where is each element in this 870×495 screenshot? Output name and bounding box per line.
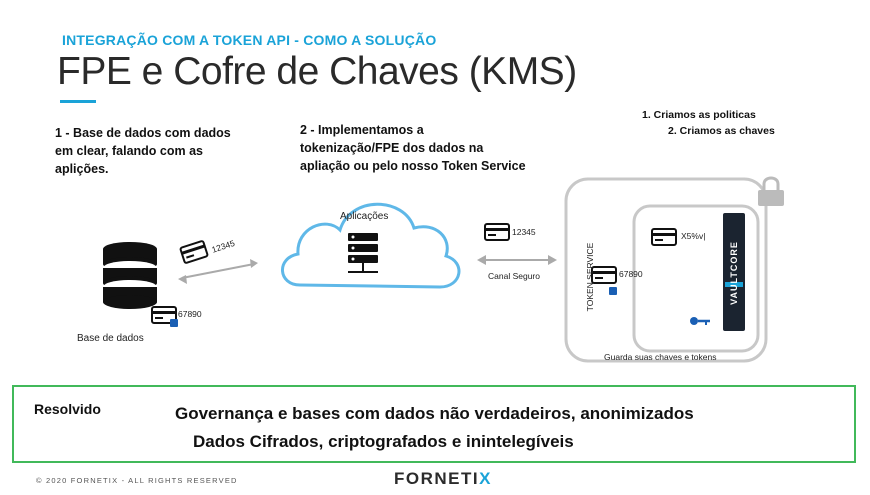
step2-line: apliação ou pelo nosso Token Service bbox=[300, 159, 526, 173]
cloud-label: Aplicações bbox=[340, 211, 389, 222]
fornetix-logo: FORNETIX bbox=[394, 469, 492, 489]
step1-line: 1 - Base de dados com dados bbox=[55, 126, 231, 140]
step2-line: 2 - Implementamos a bbox=[300, 123, 424, 137]
server-icon bbox=[348, 233, 378, 273]
cloud-card-icon bbox=[484, 223, 510, 241]
footer-copyright: © 2020 FORNETIX - ALL RIGHTS RESERVED bbox=[36, 476, 238, 485]
title-underline bbox=[60, 100, 96, 103]
policies-line: 2. Criamos as chaves bbox=[668, 125, 775, 137]
slide-title: FPE e Cofre de Chaves (KMS) bbox=[57, 50, 577, 93]
channel-label: Canal Seguro bbox=[488, 271, 540, 281]
database-label: Base de dados bbox=[77, 333, 144, 344]
transit-card-icon bbox=[179, 240, 209, 264]
cloud-card-value: 12345 bbox=[512, 227, 536, 237]
step1-line: em clear, falando com as bbox=[55, 144, 203, 158]
secure-channel-arrow-icon bbox=[477, 255, 557, 265]
padlock-icon bbox=[758, 176, 784, 206]
step2-line: tokenização/FPE dos dados na bbox=[300, 141, 484, 155]
policies-line: 1. Criamos as politicas bbox=[642, 109, 756, 121]
database-card-value: 67890 bbox=[178, 309, 202, 319]
vault-card-icon bbox=[651, 228, 677, 246]
step1-line: aplições. bbox=[55, 162, 109, 176]
vaultcore-brand: VAULTCORE bbox=[729, 241, 739, 305]
vaultcore-appliance bbox=[723, 213, 745, 331]
database-icon bbox=[103, 242, 157, 309]
slide-subtitle: INTEGRAÇÃO COM A TOKEN API - COMO A SOLU… bbox=[62, 32, 437, 48]
resolved-box bbox=[12, 385, 856, 463]
key-icon bbox=[690, 317, 710, 325]
resolved-line-governance: Governança e bases com dados não verdade… bbox=[175, 404, 694, 423]
vault-caption: Guarda suas chaves e tokens bbox=[604, 352, 717, 362]
step2-note: 2 - Implementamos a tokenização/FPE dos … bbox=[300, 121, 526, 175]
token-service-label: TOKEN SERVICE bbox=[585, 242, 595, 312]
db-cloud-arrow-icon bbox=[178, 259, 258, 284]
brand-x: X bbox=[479, 469, 492, 488]
vaultcore-led bbox=[725, 282, 743, 287]
policies-note: 1. Criamos as politicas 2. Criamos as ch… bbox=[642, 107, 775, 139]
brand-main: FORNETI bbox=[394, 469, 480, 488]
database-card-icon bbox=[151, 306, 178, 327]
resolved-line-encrypted: Dados Cifrados, criptografados e inintel… bbox=[193, 432, 574, 451]
resolved-label: Resolvido bbox=[34, 401, 101, 417]
step1-note: 1 - Base de dados com dados em clear, fa… bbox=[55, 124, 231, 178]
vault-card-value: X5%v| bbox=[681, 231, 706, 241]
token-service-card-value: 67890 bbox=[619, 269, 643, 279]
token-service-card-icon bbox=[591, 266, 617, 295]
